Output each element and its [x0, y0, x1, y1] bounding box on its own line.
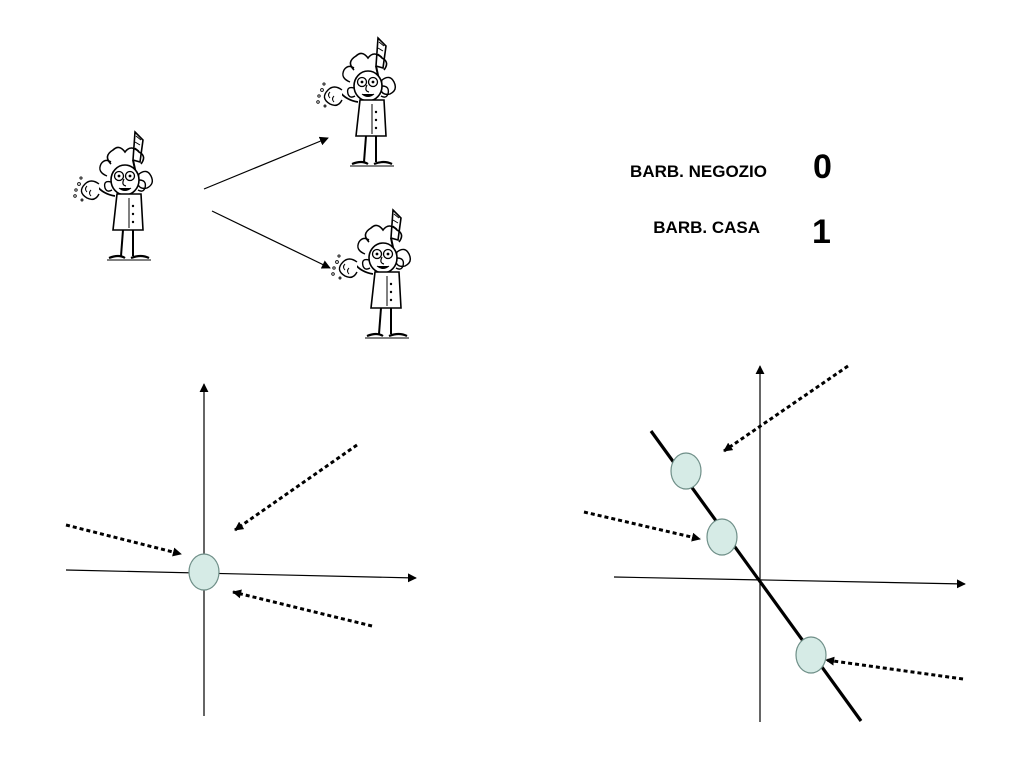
right-axes [613, 365, 966, 722]
right-equilibrium-point-upper [670, 452, 702, 490]
left-equilibrium-point [188, 553, 220, 591]
barber-figure-icon [315, 36, 397, 168]
legend-label-casa: BARB. CASA [653, 218, 760, 237]
right-x-axis [613, 576, 966, 589]
branch-arrow-up [203, 136, 329, 190]
right-dotted-arrow-west [583, 510, 701, 542]
legend-label-negozio: BARB. NEGOZIO [630, 162, 767, 181]
legend-value-casa: 1 [812, 213, 831, 251]
right-equilibrium-point-middle [706, 518, 738, 556]
legend: BARB. NEGOZIO 0 BARB. CASA 1 [630, 148, 832, 251]
barber-figure-icon [330, 208, 412, 340]
left-dotted-arrow-northeast [234, 443, 358, 532]
barber-figures [72, 36, 412, 340]
left-x-axis [65, 569, 417, 583]
left-axes [65, 383, 417, 716]
right-dotted-arrow-northeast [723, 364, 849, 453]
left-dotted-arrow-southeast [232, 589, 373, 628]
left-dotted-arrow-west [65, 523, 182, 557]
barber-figure-icon [72, 130, 154, 262]
legend-value-negozio: 0 [813, 148, 832, 186]
right-dotted-arrow-southeast [825, 656, 964, 681]
right-equilibrium-point-lower [795, 636, 827, 674]
branch-arrow-down [211, 210, 331, 269]
